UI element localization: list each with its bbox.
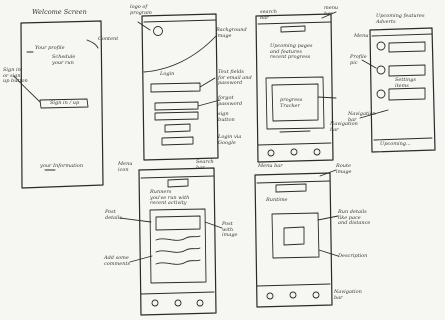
welcome-signin-note: Sign in or sign up button [3, 67, 28, 84]
detail-top: Menu bar [258, 163, 283, 169]
feed-post: Post details [105, 209, 122, 221]
login-forgot: forgot password [218, 95, 243, 107]
feed-menu: Menu icon [118, 161, 133, 173]
screen-home [255, 11, 337, 163]
welcome-footer: your Information [40, 163, 84, 169]
home-menu: menu bar [324, 5, 339, 17]
welcome-signin-label: Sign in / up [50, 100, 80, 106]
screen-login [137, 13, 221, 161]
notif-nav: Navigation bar [348, 111, 376, 123]
detail-nav: Navigation bar [334, 289, 362, 301]
login-bg: Background image [216, 27, 247, 39]
notif-item: Settings items [395, 77, 416, 89]
login-email: Text fields for email and password [218, 69, 252, 86]
detail-desc: Run details like pace and distance [338, 209, 371, 226]
notif-upcoming: Upcoming... [380, 141, 411, 147]
home-text: Upcoming pages and features recent progr… [270, 43, 313, 60]
notif-title: Upcoming features Adverts [376, 13, 425, 25]
notif-menu: Menu [354, 33, 369, 39]
detail-title: Runtime [266, 197, 288, 203]
feed-text: Runners you've run with recent activity [150, 189, 190, 206]
welcome-profile: Your profile [35, 45, 65, 51]
welcome-content: Content [98, 36, 119, 42]
welcome-schedule: Schedule your run [52, 54, 76, 66]
screen-notifications [359, 27, 436, 153]
feed-comment: Add some comments [104, 255, 131, 267]
detail-image: Route image [336, 163, 352, 175]
welcome-title: Welcome Screen [32, 8, 87, 16]
feed-search: Search bar [196, 159, 214, 171]
home-nav: Navigation bar [330, 121, 358, 133]
detail-map: Description [338, 253, 368, 259]
login-google: Login via Google [218, 134, 242, 146]
feed-photo: Post with image [222, 221, 238, 238]
home-search: search bar [260, 9, 277, 21]
screen-detail [254, 169, 339, 308]
notif-profile: Profile pic [350, 54, 367, 66]
login-logo: logo of program [130, 4, 152, 16]
home-promo: progress Tracker [280, 97, 303, 109]
screen-welcome [13, 20, 104, 189]
login-sign: sign button [218, 111, 235, 123]
login-field: Login [160, 71, 175, 77]
screen-feed [119, 167, 223, 316]
